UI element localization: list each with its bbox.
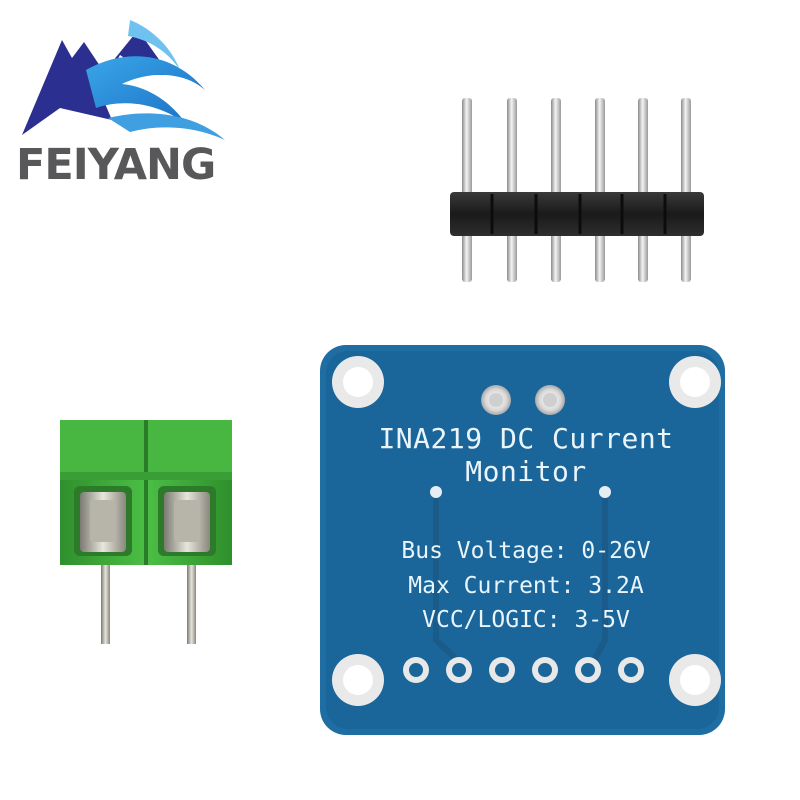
spec-vcc-logic: VCC/LOGIC: 3-5V <box>422 607 630 633</box>
board-header-pads <box>403 657 644 683</box>
terminal-clamp-left <box>74 486 132 556</box>
logo-wave-shape <box>86 56 205 124</box>
spec-bus-voltage: Bus Voltage: 0-26V <box>401 538 651 564</box>
header-housing <box>450 192 704 236</box>
spec-max-current: Max Current: 3.2A <box>408 573 644 599</box>
mounting-holes <box>332 356 721 706</box>
terminal-clamp-right <box>158 486 216 556</box>
board-title-line-2: Monitor <box>465 455 587 488</box>
board-title-line-1: INA219 DC Current <box>378 422 674 455</box>
brand-name: FEIYANG <box>16 140 216 190</box>
